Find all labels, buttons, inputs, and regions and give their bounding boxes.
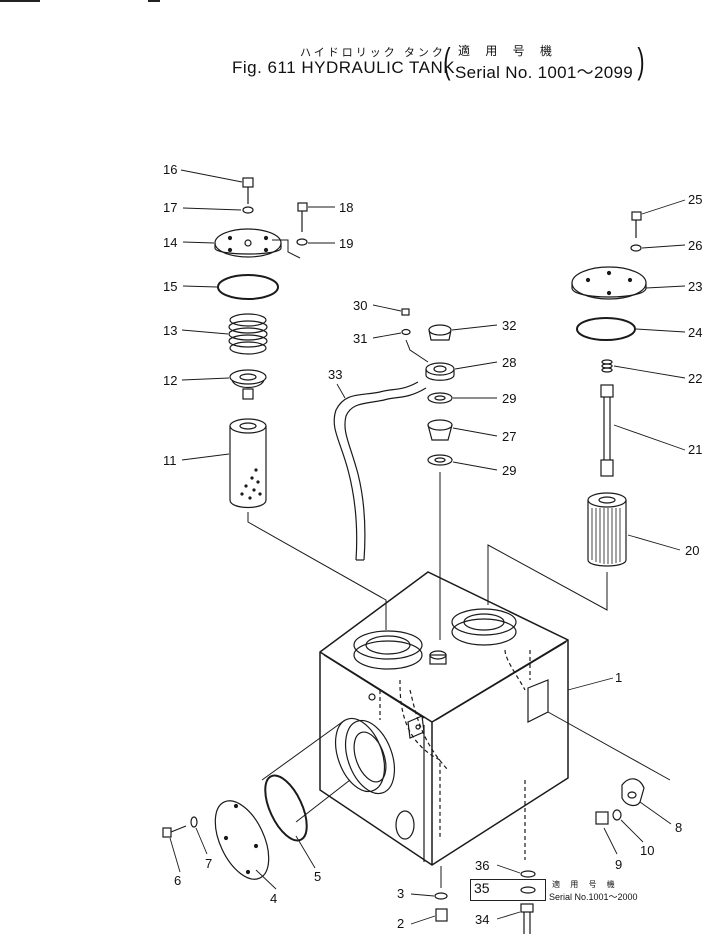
top-rule-mark [148,0,160,2]
callout-27: 27 [502,429,517,444]
callout-29: 29 [502,391,517,406]
paren-right: ) [637,40,645,81]
title-japanese: ハイドロリック タンク [300,47,446,59]
callout-14: 14 [163,235,178,250]
side-cover-parts [162,719,351,880]
callout-36: 36 [475,858,490,873]
paren-left: ( [443,40,451,81]
note-serial-japanese: 適 用 号 機 [552,880,619,889]
drain-parts [434,711,671,934]
breather-stack [333,308,455,640]
callout-7: 7 [205,856,213,871]
callout-16: 16 [163,162,178,177]
callout-26: 26 [688,238,703,253]
note-frame [470,879,546,901]
tank-body [319,571,569,866]
callout-5: 5 [314,869,322,884]
callout-3: 3 [397,886,405,901]
callout-2: 2 [397,916,405,931]
callout-31: 31 [353,331,368,346]
callout-30: 30 [353,298,368,313]
callout-24: 24 [688,325,703,340]
callout-25: 25 [688,192,703,207]
suction-strainer-stack [487,211,647,611]
serial-japanese: 適 用 号 機 [458,44,559,58]
callout-11: 11 [163,453,177,468]
callout-10: 10 [640,843,655,858]
callout-18: 18 [339,200,354,215]
callout-15: 15 [163,279,178,294]
return-filter-stack [214,177,387,630]
note-serial-range: Serial No.1001～2000 [549,892,638,902]
note-part-number: 35 [474,880,490,896]
callout-32: 32 [502,318,517,333]
figure-title: Fig. 611 HYDRAULIC TANK [232,58,456,77]
callout-33: 33 [328,367,343,382]
callout-6: 6 [174,873,182,888]
callout-19: 19 [339,236,354,251]
serial-range: Serial No. 1001～2099 [455,63,634,82]
callout-leaders [169,169,686,925]
callout-9: 9 [615,857,623,872]
callout-17: 17 [163,200,178,215]
callout-12: 12 [163,373,178,388]
callout-21: 21 [688,442,703,457]
top-rule-left [0,0,40,2]
callout-22: 22 [688,371,703,386]
callout-29b: 29 [502,463,517,478]
callout-20: 20 [685,543,700,558]
callout-28: 28 [502,355,517,370]
callout-1: 1 [615,670,623,685]
callout-8: 8 [675,820,683,835]
callout-23: 23 [688,279,703,294]
callout-34: 34 [475,912,490,927]
callout-4: 4 [270,891,278,906]
callout-13: 13 [163,323,178,338]
